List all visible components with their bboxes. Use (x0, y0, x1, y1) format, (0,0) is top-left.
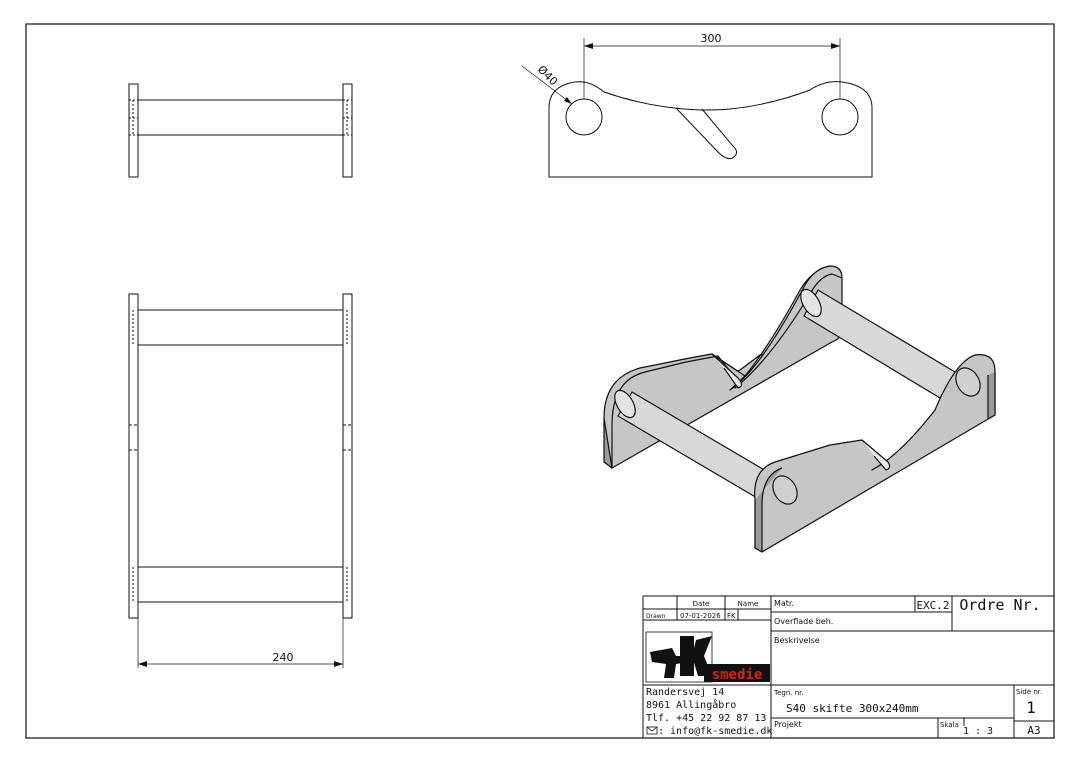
matr-value: EXC.2 (916, 599, 949, 612)
name-header: Name (738, 600, 759, 608)
phone-number: Tlf. +45 22 92 87 13 (646, 713, 766, 724)
paper-size: A3 (1027, 724, 1040, 737)
email-address: : info@fk-smedie.dk (658, 726, 772, 737)
drawn-label: Drawn (646, 613, 666, 620)
scale-label: Skala (940, 721, 959, 729)
description-label: Beskrivelse (774, 636, 820, 645)
sheet-border (25, 23, 1055, 739)
page-value: 1 (1026, 698, 1036, 717)
logo-text: smedie (712, 667, 763, 683)
company-logo (645, 631, 770, 683)
surface-label: Overflade beh. (774, 617, 833, 626)
address-line-2: 8961 Allingåbro (646, 698, 736, 711)
drawn-date: 07-01-2026 (680, 612, 721, 620)
drawing-no-value: S40 skifte 300x240mm (786, 702, 919, 715)
matr-label: Matr. (774, 599, 794, 608)
side-view (521, 38, 873, 178)
address-line-1: Randersvej 14 (646, 687, 724, 698)
title-block (642, 595, 1055, 739)
drawn-name: FK (727, 612, 736, 620)
scale-value: 1 : 3 (963, 726, 993, 737)
drawing-no-label: Tegn. nr. (773, 689, 804, 697)
page-label: Side nr. (1016, 688, 1042, 696)
envelope-icon (646, 726, 658, 735)
dimension-hole-diameter: Ø40 (535, 63, 560, 88)
project-label: Projekt (774, 720, 802, 729)
dimension-300: 300 (701, 32, 722, 45)
front-view (128, 293, 353, 668)
order-label: Ordre Nr. (959, 596, 1040, 614)
isometric-view (603, 265, 996, 553)
top-view (128, 83, 353, 178)
dimension-240: 240 (273, 651, 294, 664)
date-header: Date (693, 600, 710, 608)
